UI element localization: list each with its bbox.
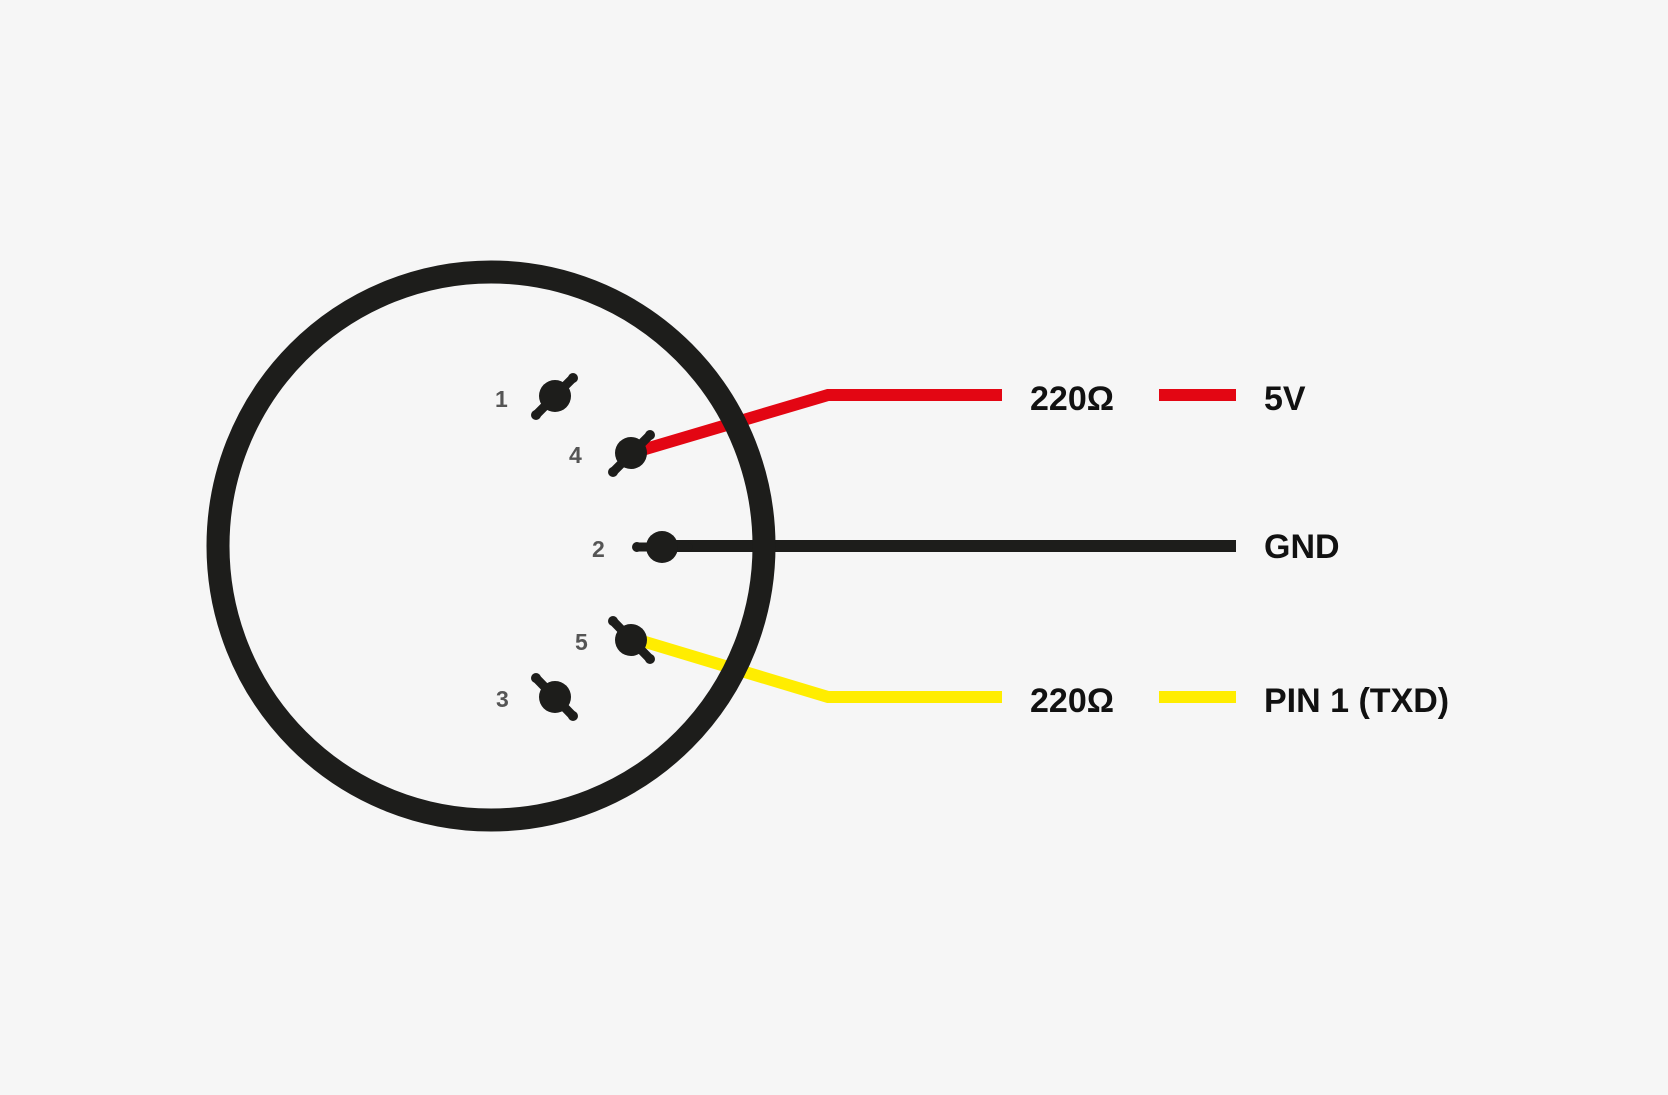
wire-txd [630,632,1002,703]
destination-label-txd: PIN 1 (TXD) [1264,682,1449,720]
pin-5 [608,616,655,664]
resistor-label-txd: 220Ω [1030,682,1114,720]
pin-label-5: 5 [575,629,588,655]
pin-label-1: 1 [495,386,508,412]
pin-label-2: 2 [592,536,605,562]
pin-4 [608,430,655,477]
destination-label-gnd: GND [1264,528,1340,566]
wire-5v [630,389,1002,459]
pin-2 [632,531,693,563]
din-connector-outline [206,260,776,832]
pin-label-3: 3 [496,686,509,712]
destination-label-5v: 5V [1264,380,1306,418]
pin-1 [531,373,578,420]
pin-label-4: 4 [569,442,582,468]
pin-3 [531,673,578,721]
resistor-label-5v: 220Ω [1030,380,1114,418]
